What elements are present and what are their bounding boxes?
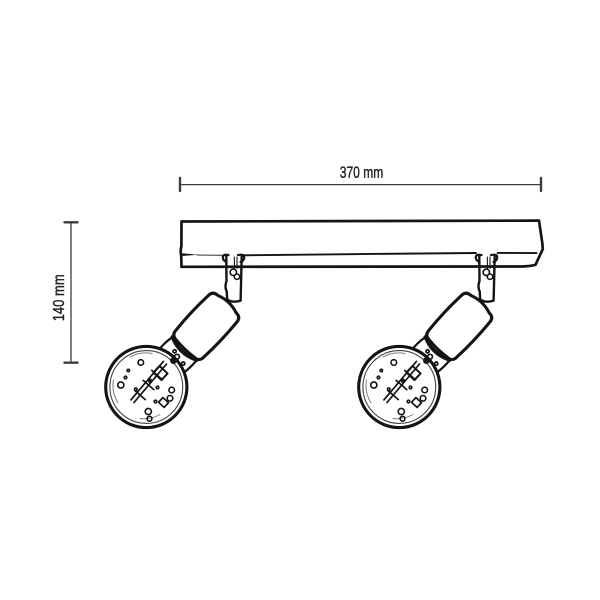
svg-text:370 mm: 370 mm [340,165,384,182]
svg-text:140 mm: 140 mm [51,274,68,321]
